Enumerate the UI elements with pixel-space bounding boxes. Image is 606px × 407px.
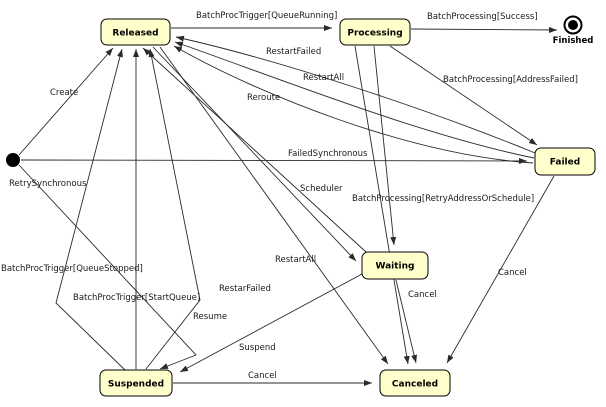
edge-label-batchprocessing-success: BatchProcessing[Success] [427, 12, 538, 22]
edge-label-batchproc-startqueue: BatchProcTrigger[StartQueue] [73, 293, 200, 303]
edge-suspended-released-resume [145, 48, 201, 370]
edge-label-restar-failed: RestarFailed [219, 284, 271, 294]
edge-failed-canceled [446, 175, 555, 364]
state-node-failed[interactable]: Failed [534, 147, 596, 176]
edge-label-batchprocessing-addressfailed: BatchProcessing[AddressFailed] [443, 75, 578, 85]
edge-label-batchproc-queuerunning: BatchProcTrigger[QueueRunning] [196, 11, 337, 21]
edge-label-retry-synchronous: RetrySynchronous [9, 179, 87, 189]
edge-label-resume: Resume [193, 312, 227, 322]
edge-processing-waiting [373, 45, 397, 246]
edge-processing-finished [410, 26, 558, 33]
edge-waiting-released [142, 47, 367, 253]
edge-released-canceled [159, 46, 389, 365]
edge-released-waiting [152, 46, 357, 262]
state-node-released[interactable]: Released [100, 18, 171, 46]
edge-label-restart-failed: RestartFailed [266, 47, 321, 57]
state-node-processing[interactable]: Processing [339, 18, 411, 46]
edge-label-suspend: Suspend [239, 343, 276, 353]
final-state-label-finished: Finished [553, 36, 594, 46]
edge-processing-canceled [354, 45, 410, 365]
edge-start-released [18, 47, 114, 156]
state-label-waiting: Waiting [375, 262, 414, 272]
edge-processing-failed [389, 45, 538, 146]
edge-label-cancel-failed: Cancel [498, 268, 527, 278]
state-node-suspended[interactable]: Suspended [99, 369, 173, 397]
edges-layer [18, 25, 558, 386]
edge-waiting-canceled [395, 279, 418, 364]
edge-waiting-suspended [179, 273, 363, 373]
state-label-suspended: Suspended [108, 380, 164, 390]
state-label-processing: Processing [347, 29, 402, 39]
final-state-node-finished[interactable]: Finished [553, 15, 594, 47]
state-label-released: Released [112, 29, 158, 39]
state-label-canceled: Canceled [392, 380, 438, 390]
edge-labels-layer: BatchProcTrigger[QueueRunning] BatchProc… [1, 11, 578, 381]
state-node-canceled[interactable]: Canceled [379, 369, 451, 397]
edge-failed-released-reroute [173, 45, 534, 164]
edge-label-failed-synchronous: FailedSynchronous [288, 149, 368, 159]
edge-failed-released-restartfailed [175, 35, 536, 154]
edge-failed-released-restartall [174, 41, 535, 159]
nodes-layer: Released Processing Failed Waiting Suspe… [6, 15, 596, 397]
edge-suspended-released-queuestopped [55, 48, 126, 371]
edge-label-cancel-suspended: Cancel [248, 371, 277, 381]
edge-label-batchprocessing-retry: BatchProcessing[RetryAddressOrSchedule] [352, 194, 534, 204]
edge-label-cancel-waiting: Cancel [408, 290, 437, 300]
edge-label-restart-all-mid: RestartAll [275, 255, 316, 265]
edge-start-suspended [18, 164, 197, 370]
edge-label-create: Create [50, 88, 78, 98]
edge-label-scheduler: Scheduler [300, 184, 343, 194]
initial-state-node[interactable] [6, 153, 20, 167]
edge-label-restart-all-top: RestartAll [303, 73, 344, 83]
state-label-failed: Failed [550, 158, 580, 168]
edge-start-failed [20, 157, 528, 164]
edge-label-batchproc-queuestopped: BatchProcTrigger[QueueStopped] [1, 264, 143, 274]
edge-label-reroute: Reroute [247, 93, 280, 103]
state-node-waiting[interactable]: Waiting [361, 251, 429, 280]
